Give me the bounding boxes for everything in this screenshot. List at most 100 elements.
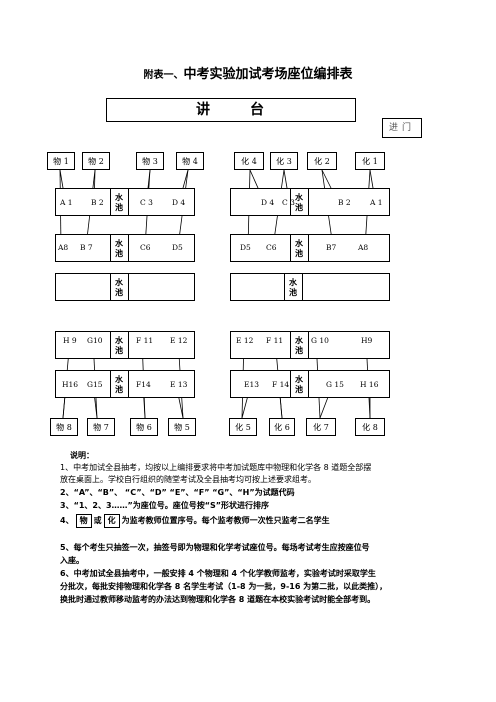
sink-label: 水池: [295, 374, 303, 394]
proctor-box-phy-8: 物 8: [50, 418, 78, 436]
note-1-line-2: 放在桌面上。学校自行组织的随堂考试及全县抽考均可按上述要求组考。: [60, 475, 316, 484]
seat-row-2-left: [55, 234, 195, 262]
sink-divider: [290, 331, 291, 359]
seat-label: H9: [361, 336, 373, 345]
sink-divider: [128, 273, 129, 301]
note-5-line-1: 5、每个考生只抽签一次，抽签号即为物理和化学考试座位号。每场考试考生应按座位号: [60, 543, 370, 552]
podium: 讲台: [106, 98, 356, 122]
proctor-box-chem-7: 化 7: [306, 418, 336, 436]
seat-label: D5: [240, 243, 251, 252]
seat-row-1-left: [55, 188, 195, 216]
sink-divider: [302, 273, 303, 301]
sink-divider: [290, 188, 291, 216]
seat-row-2-right: [230, 234, 390, 262]
seat-label: H 9: [63, 336, 77, 345]
note-6-line-3: 换批时通过教师移动监考的办法达到物理和化学各 8 道题在本校实验考试时能全部考到…: [60, 595, 376, 604]
notes-heading: 说明：: [70, 451, 94, 460]
seat-label: B 2: [91, 198, 104, 207]
seat-row-4-right: [230, 331, 390, 359]
sink-label: 水池: [115, 192, 123, 212]
sink-divider: [110, 234, 111, 262]
seat-label: B 7: [80, 243, 93, 252]
seat-label: A 1: [60, 198, 73, 207]
proctor-box-chem-6: 化 6: [269, 418, 295, 436]
sink-divider: [308, 370, 309, 398]
sink-label: 水池: [289, 277, 297, 297]
sink-label: 水池: [115, 374, 123, 394]
note-2: 2、“A”、“B”、 “C”、“D” “E”、“F” “G”、“H”为试题代码: [60, 488, 295, 497]
sink-divider: [110, 370, 111, 398]
seat-label: E 13: [170, 380, 188, 389]
note-4-suffix: 为监考教师位置序号。每个监考教师一次性只监考二名学生: [121, 516, 330, 525]
title-main: 中考实验加试考场座位编排表: [183, 67, 353, 82]
seat-label: D 4: [172, 198, 186, 207]
proctor-box-chem-1: 化 1: [355, 152, 385, 170]
seat-row-4-left: [55, 331, 195, 359]
sink-label: 水池: [115, 238, 123, 258]
seat-label: A8: [58, 243, 69, 252]
seat-row-3-left: [55, 273, 195, 301]
sink-divider: [110, 331, 111, 359]
sink-divider: [128, 188, 129, 216]
sink-divider: [110, 188, 111, 216]
proctor-box-phy-6: 物 6: [130, 418, 158, 436]
seat-row-3-right: [230, 273, 390, 301]
seat-label: B7: [326, 243, 337, 252]
note-3: 3、“1、2、3……”为座位号。座位号按“S”形状进行排序: [60, 501, 270, 510]
note-4-prefix: 4、: [60, 516, 74, 525]
seat-label: G15: [87, 380, 103, 389]
seat-row-5-right: [230, 370, 390, 398]
seat-label: B 2: [338, 198, 351, 207]
seat-label: C6: [266, 243, 277, 252]
seat-label: F 14: [272, 380, 290, 389]
seat-label: G10: [87, 336, 103, 345]
seat-label: D 4: [261, 198, 275, 207]
proctor-box-chem-4: 化 4: [234, 152, 264, 170]
seat-row-5-left: [55, 370, 195, 398]
sink-divider: [308, 188, 309, 216]
seat-label: C6: [140, 243, 151, 252]
sink-divider: [128, 370, 129, 398]
proctor-box-chem-2: 化 2: [307, 152, 337, 170]
door-label: 进门: [382, 118, 422, 138]
proctor-box-chem-3: 化 3: [270, 152, 298, 170]
note-4-mid: 或: [93, 516, 102, 525]
seat-label: H16: [62, 380, 79, 389]
seat-label: A 1: [370, 198, 383, 207]
sink-divider: [308, 234, 309, 262]
seat-label: F14: [136, 380, 151, 389]
title-prefix: 附表一、: [143, 70, 184, 81]
seat-label: C 3: [282, 198, 295, 207]
seat-label: C 3: [140, 198, 153, 207]
sink-label: 水池: [115, 277, 123, 297]
sink-label: 水池: [295, 238, 303, 258]
proctor-box-phy-5: 物 5: [168, 418, 196, 436]
seat-label: D5: [172, 243, 183, 252]
note-1-line-1: 1、中考加试全县抽考，均按以上编排要求将中考加试题库中物理和化学各 8 道题全部…: [60, 463, 372, 472]
page-title: 附表一、中考实验加试考场座位编排表: [0, 63, 496, 82]
sink-divider: [308, 331, 309, 359]
proctor-box-chem-5: 化 5: [229, 418, 257, 436]
sink-divider: [290, 234, 291, 262]
sink-divider: [284, 273, 285, 301]
seat-label: H 16: [360, 380, 379, 389]
sink-divider: [110, 273, 111, 301]
note-6-line-2: 分批次，每批安排物理和化学各 8 名学生考试（1-8 为一批，9-16 为第二批…: [60, 582, 388, 591]
seat-label: G 15: [326, 380, 344, 389]
proctor-box-phy-1: 物 1: [47, 152, 75, 170]
sink-label: 水池: [115, 335, 123, 355]
note-4: 4、物或化为监考教师位置序号。每个监考教师一次性只监考二名学生: [60, 514, 450, 528]
sink-divider: [290, 370, 291, 398]
sink-divider: [128, 331, 129, 359]
proctor-box-phy-4: 物 4: [176, 152, 204, 170]
seat-label: A8: [358, 243, 369, 252]
seat-label: F 11: [266, 336, 284, 345]
phy-chip: 物: [75, 514, 92, 528]
proctor-box-phy-2: 物 2: [82, 152, 110, 170]
proctor-box-chem-8: 化 8: [355, 418, 385, 436]
proctor-box-phy-7: 物 7: [87, 418, 115, 436]
seat-label: F 11: [136, 336, 154, 345]
seat-label: E 12: [170, 336, 188, 345]
seat-label: E 12: [236, 336, 254, 345]
sink-label: 水池: [295, 335, 303, 355]
